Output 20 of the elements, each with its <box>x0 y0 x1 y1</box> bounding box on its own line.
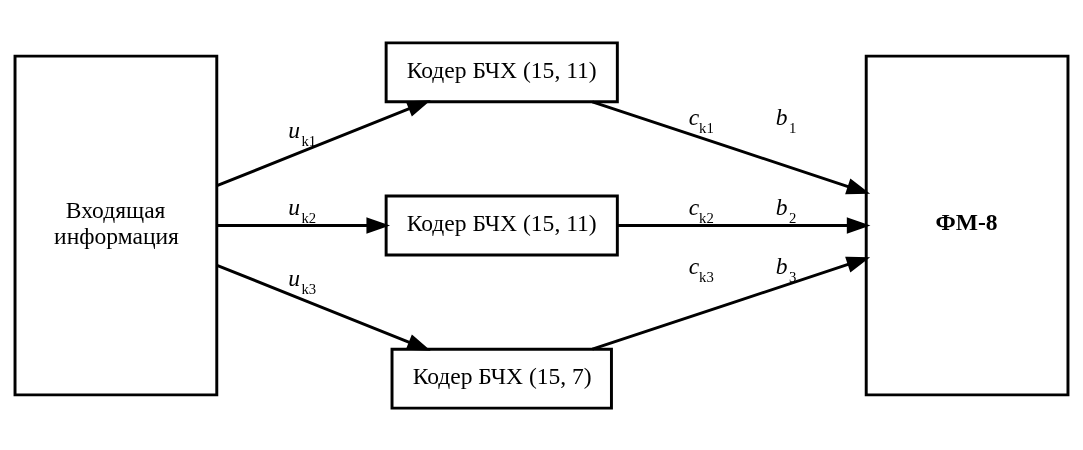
arrow <box>591 256 871 351</box>
edge-label: c$_{k1}$ <box>688 103 714 136</box>
label: b$_{2}$ <box>775 193 797 226</box>
edge-label: c$_{k2}$ <box>688 193 714 226</box>
edge-label: c$_{k3}$ <box>688 252 714 285</box>
node-box: Входящая информация <box>13 54 219 396</box>
arrow <box>216 263 431 351</box>
label: b$_{3}$ <box>775 252 797 285</box>
arrow <box>216 216 391 234</box>
label: b$_{1}$ <box>775 103 797 136</box>
node-box: ФМ-8 <box>864 54 1070 396</box>
arrow <box>591 99 871 194</box>
arrow <box>216 99 431 187</box>
node-box: Кодер БЧХ (15, 11) <box>384 194 619 256</box>
node-box: Кодер БЧХ (15, 11) <box>384 40 619 103</box>
edge-label: u$_{k2}$ <box>288 193 317 226</box>
arrow <box>617 216 871 234</box>
node-box: Кодер БЧХ (15, 7) <box>390 347 613 410</box>
edge-label: u$_{k3}$ <box>288 264 317 297</box>
edge-label: u$_{k1}$ <box>288 116 317 149</box>
